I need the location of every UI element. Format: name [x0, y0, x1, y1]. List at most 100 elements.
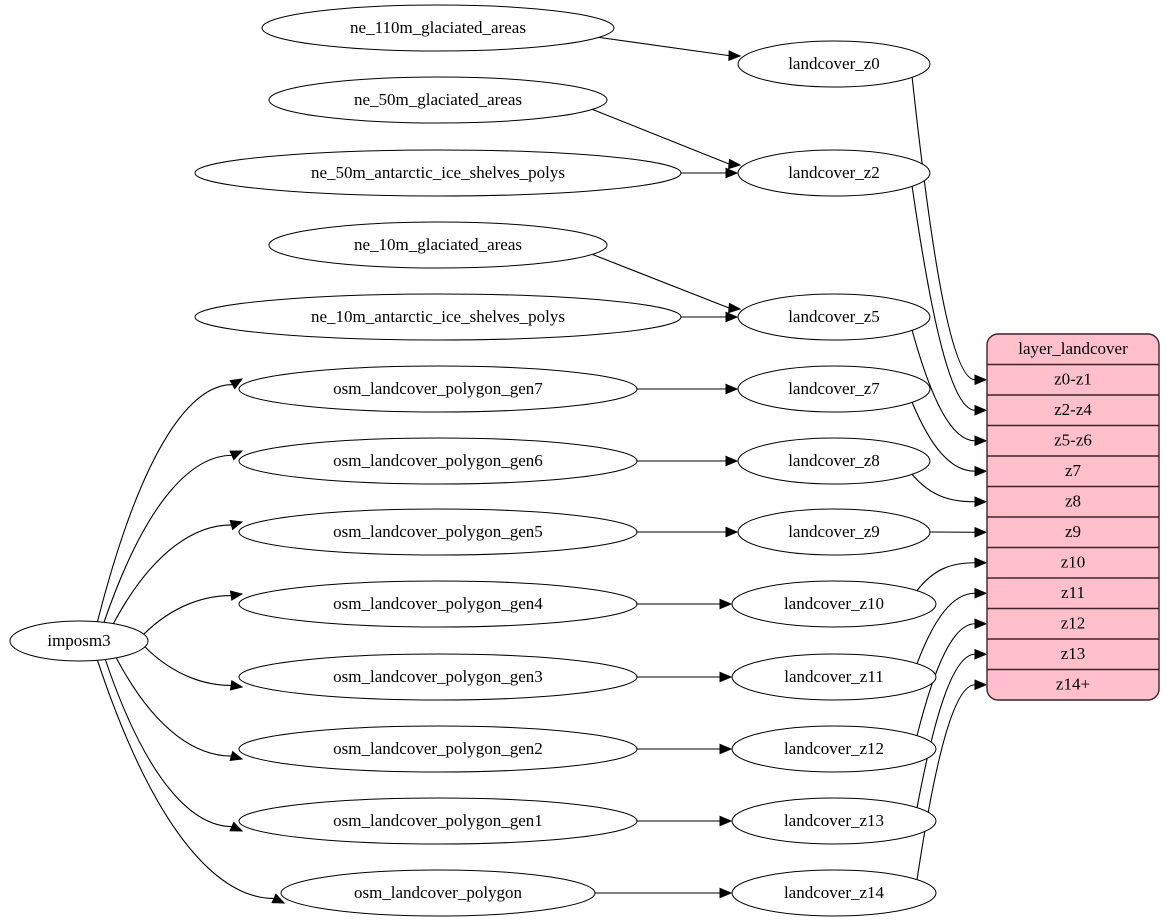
edge-arrowhead — [725, 455, 739, 467]
ne-source-node-ne-50m-antarctic-ice-shelves-polys[interactable]: ne_50m_antarctic_ice_shelves_polys — [194, 149, 682, 197]
edge-arrowhead — [719, 598, 733, 610]
osm-source-node-osm-landcover-polygon-gen5[interactable]: osm_landcover_polygon_gen5 — [238, 508, 638, 556]
landcover-node-landcover-z7[interactable]: landcover_z7 — [737, 365, 931, 413]
node-label: landcover_z5 — [788, 307, 880, 326]
node-label: osm_landcover_polygon_gen6 — [333, 451, 543, 470]
landcover-node-landcover-z13[interactable]: landcover_z13 — [731, 797, 937, 845]
table-row-z10[interactable]: z10 — [1061, 553, 1086, 572]
table-header-label: layer_landcover — [1018, 339, 1128, 358]
node-label: landcover_z14 — [784, 883, 885, 902]
table-row-z2-z4[interactable]: z2-z4 — [1054, 400, 1092, 419]
edge-arrowhead — [974, 679, 988, 691]
landcover-node-landcover-z12[interactable]: landcover_z12 — [731, 725, 937, 773]
node-label: landcover_z2 — [788, 163, 880, 182]
node-ellipse-shape — [731, 725, 937, 773]
source-node-imposm3[interactable]: imposm3 — [9, 620, 149, 662]
landcover-node-landcover-z5[interactable]: landcover_z5 — [737, 293, 931, 341]
ne-source-node-ne-10m-antarctic-ice-shelves-polys[interactable]: ne_10m_antarctic_ice_shelves_polys — [194, 293, 682, 341]
edge-arrowhead — [719, 815, 733, 827]
landcover-node-landcover-z11[interactable]: landcover_z11 — [731, 653, 937, 701]
osm-source-node-osm-landcover-polygon-gen3[interactable]: osm_landcover_polygon_gen3 — [238, 653, 638, 701]
node-label: imposm3 — [47, 631, 110, 650]
edge-arrowhead — [974, 374, 988, 386]
edge-imposm3-to-osm-landcover-polygon-gen4 — [143, 595, 232, 635]
edge-imposm3-to-osm-landcover-polygon — [96, 660, 274, 899]
osm-source-node-osm-landcover-polygon-gen2[interactable]: osm_landcover_polygon_gen2 — [238, 725, 638, 773]
landcover-node-landcover-z14[interactable]: landcover_z14 — [731, 869, 937, 917]
node-ellipse-shape — [280, 869, 596, 917]
edge-arrowhead — [719, 887, 733, 899]
edge-landcover-z11-to-row-z11 — [916, 592, 976, 664]
edge-ne10mglac-to-z5 — [592, 253, 730, 309]
landcover-node-landcover-z0[interactable]: landcover_z0 — [737, 40, 931, 88]
nodes-layer: imposm3 ne_110m_glaciated_areas ne_50m_gla… — [9, 4, 937, 917]
node-label: osm_landcover_polygon_gen7 — [333, 379, 543, 398]
edge-imposm3-to-osm-landcover-polygon-gen1 — [104, 659, 232, 828]
table-layer-landcover: layer_landcover z0-z1 z2-z4 z5-z6 z7 z8 z9 z10 z… — [986, 333, 1160, 701]
table-row-z7[interactable]: z7 — [1065, 461, 1082, 480]
edges-layer — [96, 36, 988, 904]
node-ellipse-shape — [737, 149, 931, 197]
node-ellipse-shape — [268, 221, 608, 269]
edge-arrowhead — [974, 526, 988, 538]
edge-arrowhead — [974, 465, 988, 477]
edge-landcover-z0-to-row-z0-z1 — [911, 77, 976, 381]
node-ellipse-shape — [268, 76, 608, 124]
table-row-z14-[interactable]: z14+ — [1056, 675, 1090, 694]
node-ellipse-shape — [261, 4, 615, 52]
osm-source-node-osm-landcover-polygon-gen7[interactable]: osm_landcover_polygon_gen7 — [238, 365, 638, 413]
node-ellipse-shape — [737, 40, 931, 88]
landcover-node-landcover-z9[interactable]: landcover_z9 — [737, 508, 931, 556]
node-label: landcover_z13 — [784, 811, 884, 830]
ne-source-node-ne-110m-glaciated-areas[interactable]: ne_110m_glaciated_areas — [261, 4, 615, 52]
edge-arrowhead — [229, 450, 244, 461]
node-label: landcover_z0 — [788, 54, 880, 73]
node-ellipse-shape — [238, 725, 638, 773]
node-ellipse-shape — [238, 365, 638, 413]
node-label: landcover_z7 — [788, 379, 880, 398]
node-label: ne_10m_antarctic_ice_shelves_polys — [311, 307, 565, 326]
landcover-node-landcover-z10[interactable]: landcover_z10 — [731, 580, 937, 628]
edge-landcover-z5-to-row-z5-z6 — [911, 330, 976, 442]
node-label: ne_10m_glaciated_areas — [354, 235, 522, 254]
edge-arrowhead — [725, 167, 739, 179]
landcover-node-landcover-z8[interactable]: landcover_z8 — [737, 437, 931, 485]
table-row-z5-z6[interactable]: z5-z6 — [1054, 431, 1092, 450]
edge-arrowhead — [728, 50, 742, 61]
node-label: landcover_z11 — [784, 667, 883, 686]
node-ellipse-shape — [238, 580, 638, 628]
osm-source-node-osm-landcover-polygon-gen4[interactable]: osm_landcover_polygon_gen4 — [238, 580, 638, 628]
edge-arrowhead — [229, 680, 244, 691]
edge-arrowhead — [719, 743, 733, 755]
node-label: ne_50m_antarctic_ice_shelves_polys — [311, 163, 565, 182]
landcover-node-landcover-z2[interactable]: landcover_z2 — [737, 149, 931, 197]
table-row-z13[interactable]: z13 — [1061, 644, 1086, 663]
node-ellipse-shape — [731, 653, 937, 701]
node-label: osm_landcover_polygon — [354, 883, 523, 902]
table-row-z12[interactable]: z12 — [1061, 614, 1086, 633]
edge-imposm3-to-osm-landcover-polygon-gen5 — [112, 524, 232, 624]
edge-arrowhead — [719, 671, 733, 683]
osm-source-node-osm-landcover-polygon-gen1[interactable]: osm_landcover_polygon_gen1 — [238, 797, 638, 845]
table-row-z0-z1[interactable]: z0-z1 — [1054, 370, 1092, 389]
edge-arrowhead — [229, 519, 244, 531]
node-label: osm_landcover_polygon_gen2 — [333, 739, 543, 758]
table-row-z8[interactable]: z8 — [1065, 492, 1081, 511]
edge-ne50mglac-to-z2 — [592, 108, 730, 165]
node-ellipse-shape — [238, 437, 638, 485]
node-label: ne_50m_glaciated_areas — [354, 90, 522, 109]
node-label: osm_landcover_polygon_gen5 — [333, 522, 543, 541]
node-ellipse-shape — [238, 797, 638, 845]
ne-source-node-ne-10m-glaciated-areas[interactable]: ne_10m_glaciated_areas — [268, 221, 608, 269]
edge-arrowhead — [974, 587, 988, 599]
ne-source-node-ne-50m-glaciated-areas[interactable]: ne_50m_glaciated_areas — [268, 76, 608, 124]
table-row-z9[interactable]: z9 — [1065, 522, 1081, 541]
table-row-z11[interactable]: z11 — [1061, 583, 1085, 602]
node-ellipse-shape — [737, 508, 931, 556]
edge-landcover-z12-to-row-z12 — [916, 623, 976, 736]
edge-arrowhead — [728, 158, 742, 170]
edge-landcover-z10-to-row-z10 — [916, 562, 976, 591]
osm-source-node-osm-landcover-polygon-gen6[interactable]: osm_landcover_polygon_gen6 — [238, 437, 638, 485]
osm-source-node-osm-landcover-polygon[interactable]: osm_landcover_polygon — [280, 869, 596, 917]
node-label: osm_landcover_polygon_gen1 — [333, 811, 543, 830]
